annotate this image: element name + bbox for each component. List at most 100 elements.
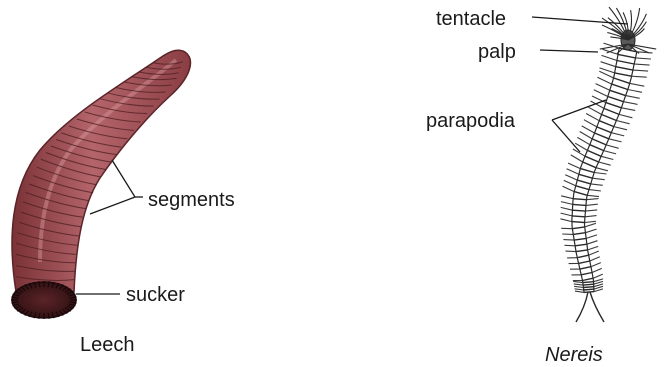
nereis-segment bbox=[606, 103, 622, 108]
nereis-segment bbox=[583, 287, 593, 288]
nereis-parapodium bbox=[561, 202, 573, 205]
nereis-segment bbox=[595, 133, 609, 139]
nereis-parapodium bbox=[596, 168, 608, 171]
nereis-parapodium bbox=[586, 229, 597, 233]
nereis-body bbox=[560, 43, 652, 292]
nereis-parapodium bbox=[574, 286, 583, 287]
nereis-segment bbox=[579, 174, 593, 178]
nereis-parapodium bbox=[599, 162, 611, 165]
nereis-parapodium bbox=[563, 186, 575, 191]
parapodia-leader-line-lower bbox=[552, 120, 580, 152]
nereis-segment bbox=[572, 216, 585, 217]
nereis-parapodium bbox=[586, 235, 597, 239]
nereis-segment bbox=[597, 127, 612, 133]
nereis-segment bbox=[590, 145, 604, 151]
nereis-tail bbox=[576, 292, 604, 322]
nereis-parapodium bbox=[614, 127, 627, 130]
nereis-segment bbox=[587, 150, 601, 156]
nereis-segment bbox=[581, 273, 592, 275]
nereis-parapodium bbox=[565, 175, 577, 180]
nereis-parapodium bbox=[590, 257, 600, 261]
nereis-parapodium bbox=[565, 245, 576, 246]
nereis-parapodium bbox=[586, 114, 599, 121]
nereis-parapodium bbox=[560, 219, 571, 222]
nereis-parapodium bbox=[606, 145, 619, 148]
nereis-segment bbox=[577, 255, 588, 258]
nereis-segment bbox=[580, 169, 594, 173]
nereis-parapodium bbox=[636, 58, 652, 59]
nereis-segment bbox=[612, 84, 628, 89]
tentacle-leader-line bbox=[532, 17, 628, 24]
nereis-parapodium bbox=[588, 246, 599, 250]
nereis-segment bbox=[577, 180, 590, 184]
nereis-parapodium bbox=[633, 70, 648, 71]
nereis-parapodium bbox=[561, 213, 573, 216]
nereis-parapodium bbox=[593, 274, 603, 278]
nereis-parapodium bbox=[630, 83, 644, 86]
nereis-parapodium bbox=[566, 251, 577, 252]
sucker-label: sucker bbox=[126, 284, 185, 306]
nereis-parapodium bbox=[582, 126, 595, 133]
nereis-segment bbox=[575, 244, 587, 246]
nereis-parapodium bbox=[584, 120, 597, 127]
nereis-parapodium bbox=[564, 180, 576, 185]
nereis-segment bbox=[592, 139, 606, 145]
nereis-segment bbox=[572, 222, 585, 223]
segments-label: segments bbox=[148, 189, 235, 211]
nereis-segment bbox=[573, 233, 585, 235]
nereis-parapodium bbox=[592, 268, 602, 272]
nereis-segment bbox=[583, 282, 594, 283]
nereis-parapodium bbox=[587, 195, 599, 196]
nereis-segment bbox=[572, 227, 585, 229]
nereis-parapodium bbox=[632, 76, 647, 77]
nereis-segment bbox=[574, 192, 587, 196]
nereis-parapodium bbox=[604, 151, 616, 154]
nereis-parapodium bbox=[624, 102, 638, 105]
nereis-segment bbox=[617, 61, 634, 65]
nereis-head bbox=[600, 7, 656, 53]
nereis-segment bbox=[576, 186, 589, 190]
nereis-parapodium bbox=[571, 155, 583, 162]
nereis-parapodium bbox=[601, 62, 616, 67]
nereis-parapodium bbox=[601, 156, 613, 159]
nereis-parapodium bbox=[596, 84, 610, 91]
nereis-parapodium bbox=[585, 216, 597, 217]
nereis-parapodium bbox=[594, 289, 603, 292]
nereis-segment bbox=[583, 278, 594, 280]
tentacle-label: tentacle bbox=[436, 8, 506, 30]
palp-label: palp bbox=[478, 41, 516, 63]
nereis-segment bbox=[574, 238, 586, 240]
nereis-parapodium bbox=[563, 240, 574, 241]
nereis-parapodium bbox=[637, 52, 653, 53]
nereis-parapodium bbox=[611, 133, 624, 136]
nereis-parapodium bbox=[602, 55, 617, 60]
nereis-segment bbox=[602, 115, 617, 121]
nereis-parapodium bbox=[585, 221, 596, 222]
nereis-parapodium bbox=[616, 121, 629, 124]
nereis-parapodium bbox=[587, 241, 598, 245]
palp-leader-line bbox=[540, 50, 598, 52]
nereis-parapodium bbox=[589, 190, 601, 191]
nereis-illustration bbox=[560, 7, 656, 322]
nereis-segment bbox=[604, 108, 619, 114]
nereis-parapodium bbox=[567, 169, 579, 175]
nereis-parapodium bbox=[568, 163, 580, 169]
nereis-parapodium bbox=[580, 132, 593, 139]
nereis-parapodium bbox=[609, 139, 622, 142]
nereis-segment bbox=[599, 121, 614, 127]
nereis-segment bbox=[584, 292, 594, 293]
nereis-segment bbox=[579, 261, 590, 263]
nereis-parapodium bbox=[561, 196, 573, 199]
nereis-parapodium bbox=[575, 289, 584, 290]
nereis-parapodium bbox=[634, 64, 649, 65]
nereis-parapodium bbox=[591, 184, 603, 185]
nereis-parapodium bbox=[628, 90, 642, 93]
nereis-parapodium bbox=[603, 49, 619, 54]
leech-illustration bbox=[11, 50, 190, 319]
nereis-parapodium bbox=[587, 199, 599, 200]
nereis-segment bbox=[618, 54, 636, 58]
nereis-segment bbox=[573, 204, 586, 205]
nereis-parapodium bbox=[577, 137, 589, 144]
parapodia-leader-line-upper bbox=[552, 100, 606, 120]
